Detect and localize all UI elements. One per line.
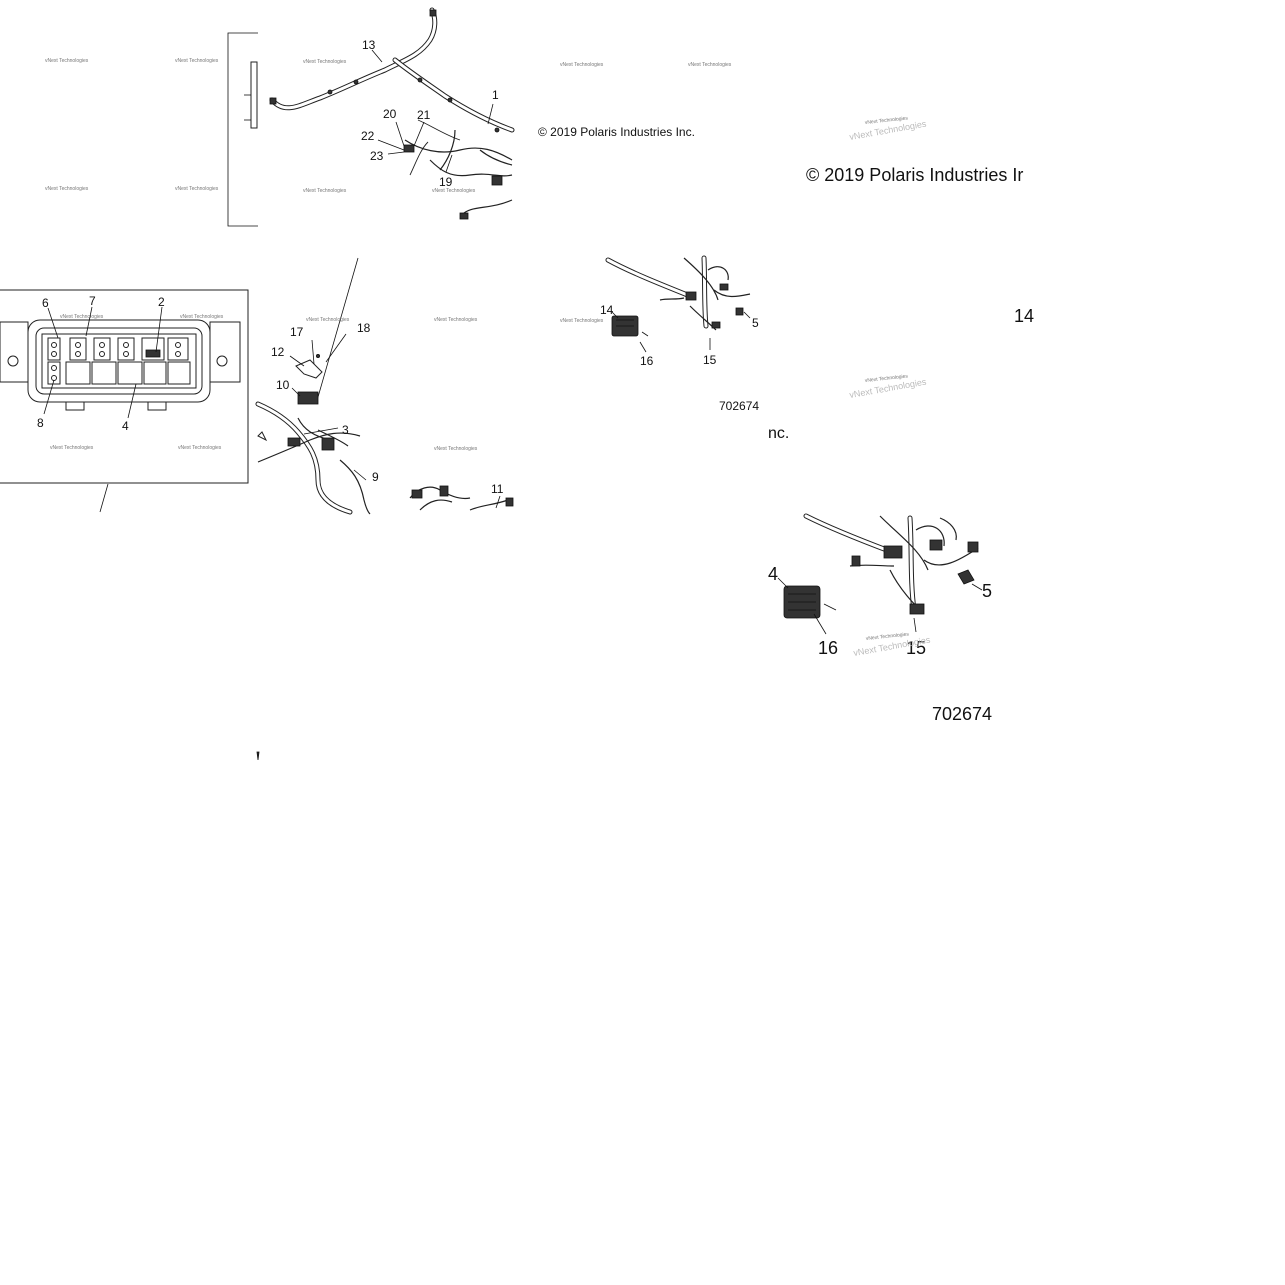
harness-top-tile: 13 1 20 21 22 23 19 vNext Technologies v… — [227, 7, 515, 227]
regulator-mid-tile: 14 16 15 5 702674 nc. vNext Technologies — [560, 255, 789, 442]
callout-3: 3 — [342, 423, 349, 437]
copyright-area-zoomed: vNext Technologies vNext Technologies © … — [806, 115, 1034, 400]
harness-lower-tile: 17 18 12 10 3 9 11 vNext Technologies vN… — [255, 257, 514, 515]
callout-1: 1 — [492, 88, 499, 102]
relay-module — [297, 391, 319, 405]
watermark: vNext Technologies — [175, 58, 219, 64]
tile-border — [227, 32, 258, 227]
watermark: vNext Technologies — [866, 631, 910, 642]
watermark: vNext Technologies — [560, 62, 604, 68]
callout-5: 5 — [752, 316, 759, 330]
callout-10: 10 — [276, 378, 290, 392]
callout-6: 6 — [42, 296, 49, 310]
callout-18: 18 — [357, 321, 371, 335]
callout-14: 14 — [600, 303, 614, 317]
watermark-grid-left: vNext Technologies vNext Technologies vN… — [45, 58, 219, 192]
mount-plate — [250, 61, 258, 129]
callout-8: 8 — [37, 416, 44, 430]
callout-9: 9 — [372, 470, 379, 484]
fuse-row-bottom — [47, 361, 191, 385]
watermark: vNext Technologies — [434, 317, 478, 323]
callout-20: 20 — [383, 107, 397, 121]
callout-15: 15 — [703, 353, 717, 367]
copyright-notice-large: © 2019 Polaris Industries Ir — [806, 165, 1023, 185]
watermark: vNext Technologies — [175, 186, 219, 192]
callout-17: 17 — [290, 325, 304, 339]
callout-21: 21 — [417, 108, 431, 122]
diagram-id: 702674 — [719, 399, 759, 413]
callout-16-zoom: 16 — [818, 638, 838, 658]
fuse-box-detail: 6 7 2 8 4 vNext Technologies vNext Techn… — [0, 289, 249, 513]
callout-2: 2 — [158, 295, 165, 309]
watermark: vNext Technologies — [45, 186, 89, 192]
callout-23: 23 — [370, 149, 384, 163]
callout-12: 12 — [271, 345, 285, 359]
watermark: vNext Technologies — [178, 445, 222, 451]
callout-16: 16 — [640, 354, 654, 368]
fuse-row-top — [47, 337, 189, 361]
callout-13: 13 — [362, 38, 376, 52]
callout-7: 7 — [89, 294, 96, 308]
watermark: vNext Technologies — [865, 115, 909, 126]
callout-4-zoom: 4 — [768, 564, 778, 584]
watermark: vNext Technologies — [303, 188, 347, 194]
watermark: vNext Technologies — [306, 317, 350, 323]
callout-11: 11 — [491, 482, 504, 496]
watermark: vNext Technologies — [45, 58, 89, 64]
callout-22: 22 — [361, 129, 375, 143]
watermark: vNext Technologies — [865, 373, 909, 384]
watermark: vNext Technologies — [688, 62, 732, 68]
callout-15-zoom: 15 — [906, 638, 926, 658]
watermark: vNext Technologies — [560, 318, 604, 324]
regulator-zoom-tile: 4 5 16 15 vNext Technologies vNext Techn… — [768, 513, 992, 724]
callout-14-fragment: 14 — [1014, 306, 1034, 326]
callout-5-zoom: 5 — [982, 581, 992, 601]
copyright-fragment: nc. — [768, 425, 789, 442]
diagram-id-zoom: 702674 — [932, 704, 992, 724]
copyright-notice: © 2019 Polaris Industries Inc. — [538, 125, 695, 139]
copyright-area-top: vNext Technologies vNext Technologies © … — [538, 62, 732, 139]
callout-4: 4 — [122, 419, 129, 433]
watermark: vNext Technologies — [434, 446, 478, 452]
watermark: vNext Technologies — [180, 314, 224, 320]
watermark: vNext Technologies — [432, 188, 476, 194]
callout-19: 19 — [439, 175, 453, 189]
watermark: vNext Technologies — [50, 445, 94, 451]
watermark: vNext Technologies — [303, 59, 347, 65]
watermark: vNext Technologies — [60, 314, 104, 320]
